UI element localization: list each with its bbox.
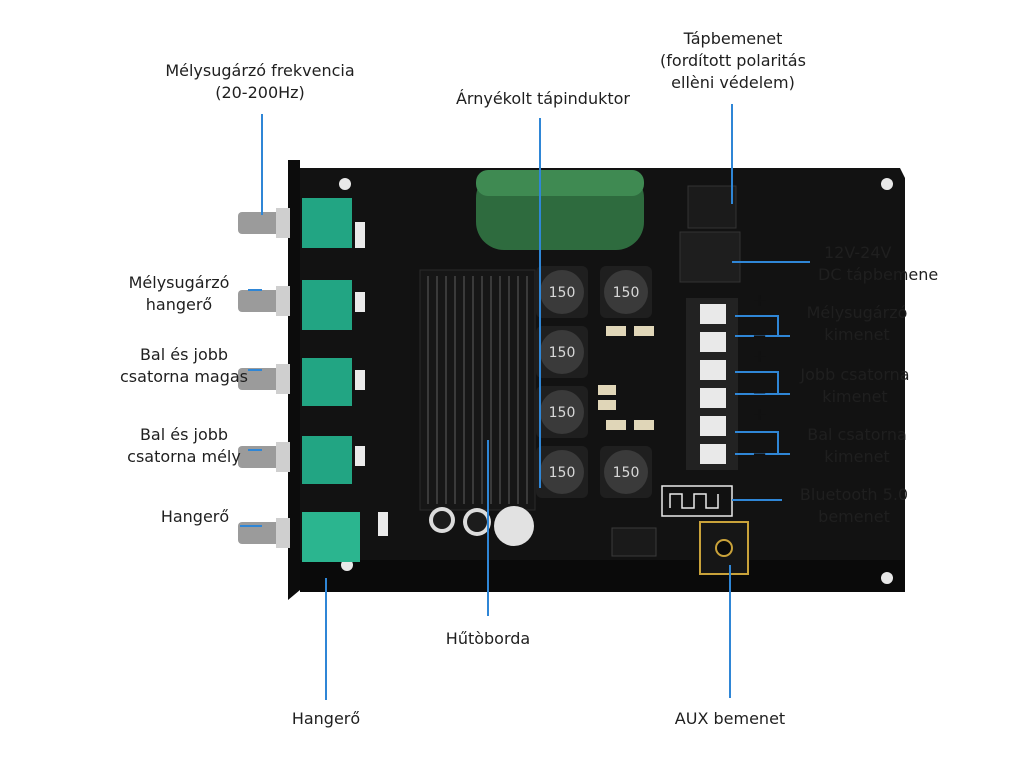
label-right-output: Jobb csatorna kimenet	[788, 364, 922, 408]
label-line: 12V-24V	[824, 243, 892, 262]
label-aux: AUX bemenet	[660, 708, 800, 730]
label-line: kimenet	[824, 447, 890, 466]
label-line: Jobb csatorna	[800, 365, 910, 384]
terminal-screw	[700, 416, 726, 436]
label-line: Hangerő	[291, 709, 361, 728]
pot-bass	[302, 436, 352, 484]
leader-lines	[240, 104, 810, 700]
inductor-marking: 150	[549, 345, 576, 361]
inductor-marking: 150	[549, 285, 576, 301]
mounting-hole	[881, 178, 893, 190]
pot-sub-freq	[302, 198, 352, 248]
label-line: kimenet	[822, 387, 888, 406]
label-line: Bal csatorna	[807, 425, 907, 444]
heatsink-fins	[419, 269, 536, 511]
label-line: hangerő	[145, 295, 213, 314]
pot-markings	[355, 222, 388, 536]
inductor-top	[540, 390, 584, 434]
shielded-inductors: 150 150 150 150 150 150	[536, 266, 652, 498]
potentiometers	[238, 198, 360, 562]
mounting-hole	[339, 178, 351, 190]
label-line: kimenet	[824, 325, 890, 344]
label-line: Bal és jobb	[139, 425, 229, 444]
pot-volume	[302, 512, 360, 562]
terminal-screw	[700, 360, 726, 380]
inductor-marking: 150	[613, 465, 640, 481]
mounting-hole	[881, 572, 893, 584]
bluetooth-module	[661, 485, 733, 517]
label-line: Mélysugárzó	[128, 273, 230, 292]
label-left-output: Bal csatorna kimenet	[792, 424, 922, 468]
label-line: bemenet	[818, 507, 890, 526]
label-line: DC tápbemene	[818, 265, 939, 284]
label-line: csatorna magas	[120, 367, 249, 386]
label-dc-power: 12V-24V DC tápbemene	[818, 242, 1018, 286]
label-line: Árnyékolt tápinduktor	[455, 89, 630, 108]
label-line: Mélysugárzó frekvencia	[165, 61, 355, 80]
label-line: (fordított polaritás	[660, 51, 806, 70]
board-edge-shade	[300, 560, 905, 592]
terminal-sign: −	[752, 444, 767, 465]
label-line: Hangerő	[160, 507, 230, 526]
label-sub-output: Mélysugárzó kimenet	[792, 302, 922, 346]
inductor-top	[604, 270, 648, 314]
dsp-chip	[611, 527, 657, 557]
label-line: Mélysugárzó	[806, 303, 908, 322]
label-line: Bluetooth 5.0	[799, 485, 909, 504]
terminal-screw	[700, 304, 726, 324]
terminal-screw	[700, 444, 726, 464]
terminal-sign: +	[752, 404, 767, 425]
label-sub-volume: Mélysugárzó hangerő	[110, 272, 248, 316]
dc-jack	[679, 185, 741, 283]
label-shielded-inductor: Árnyékolt tápinduktor	[438, 88, 648, 110]
terminal-screw	[700, 332, 726, 352]
label-line: AUX bemenet	[674, 709, 786, 728]
speaker-terminals	[686, 298, 738, 470]
inductor-marking: 150	[613, 285, 640, 301]
inductor-top	[604, 450, 648, 494]
terminal-signs: +−+−+−	[752, 290, 767, 465]
aux-jack	[699, 521, 749, 575]
label-bass-frequency: Mélysugárzó frekvencia (20-200Hz)	[160, 60, 360, 104]
terminal-sign: −	[752, 382, 767, 403]
smd-components	[598, 326, 654, 430]
inductor-marking: 150	[549, 465, 576, 481]
pot-treble	[302, 358, 352, 406]
label-heatsink: Hűtòborda	[428, 628, 548, 650]
terminal-screw	[700, 388, 726, 408]
label-bluetooth: Bluetooth 5.0 bemenet	[784, 484, 924, 528]
label-line: ellèni védelem)	[671, 73, 795, 92]
label-volume-bottom: Hangerő	[274, 708, 378, 730]
pot-sub-volume	[302, 280, 352, 330]
label-bass: Bal és jobb csatorna mély	[120, 424, 248, 468]
inductor-marking: 150	[549, 405, 576, 421]
small-capacitors	[429, 506, 534, 546]
label-volume-left: Hangerő	[150, 506, 240, 528]
main-capacitor	[476, 170, 644, 250]
terminal-sign: −	[752, 326, 767, 347]
label-power-input: Tápbemenet (fordított polaritás ellèni v…	[648, 28, 818, 94]
label-line: (20-200Hz)	[215, 83, 305, 102]
front-panel	[288, 160, 300, 600]
inductor-top	[540, 270, 584, 314]
label-treble: Bal és jobb csatorna magas	[120, 344, 248, 388]
terminal-sign: +	[752, 290, 767, 311]
inductor-top	[540, 450, 584, 494]
terminal-sign: +	[752, 346, 767, 367]
label-line: Bal és jobb	[139, 345, 229, 364]
inductor-top	[540, 330, 584, 374]
label-line: csatorna mély	[127, 447, 241, 466]
label-line: Tápbemenet	[683, 29, 783, 48]
label-line: Hűtòborda	[445, 629, 531, 648]
